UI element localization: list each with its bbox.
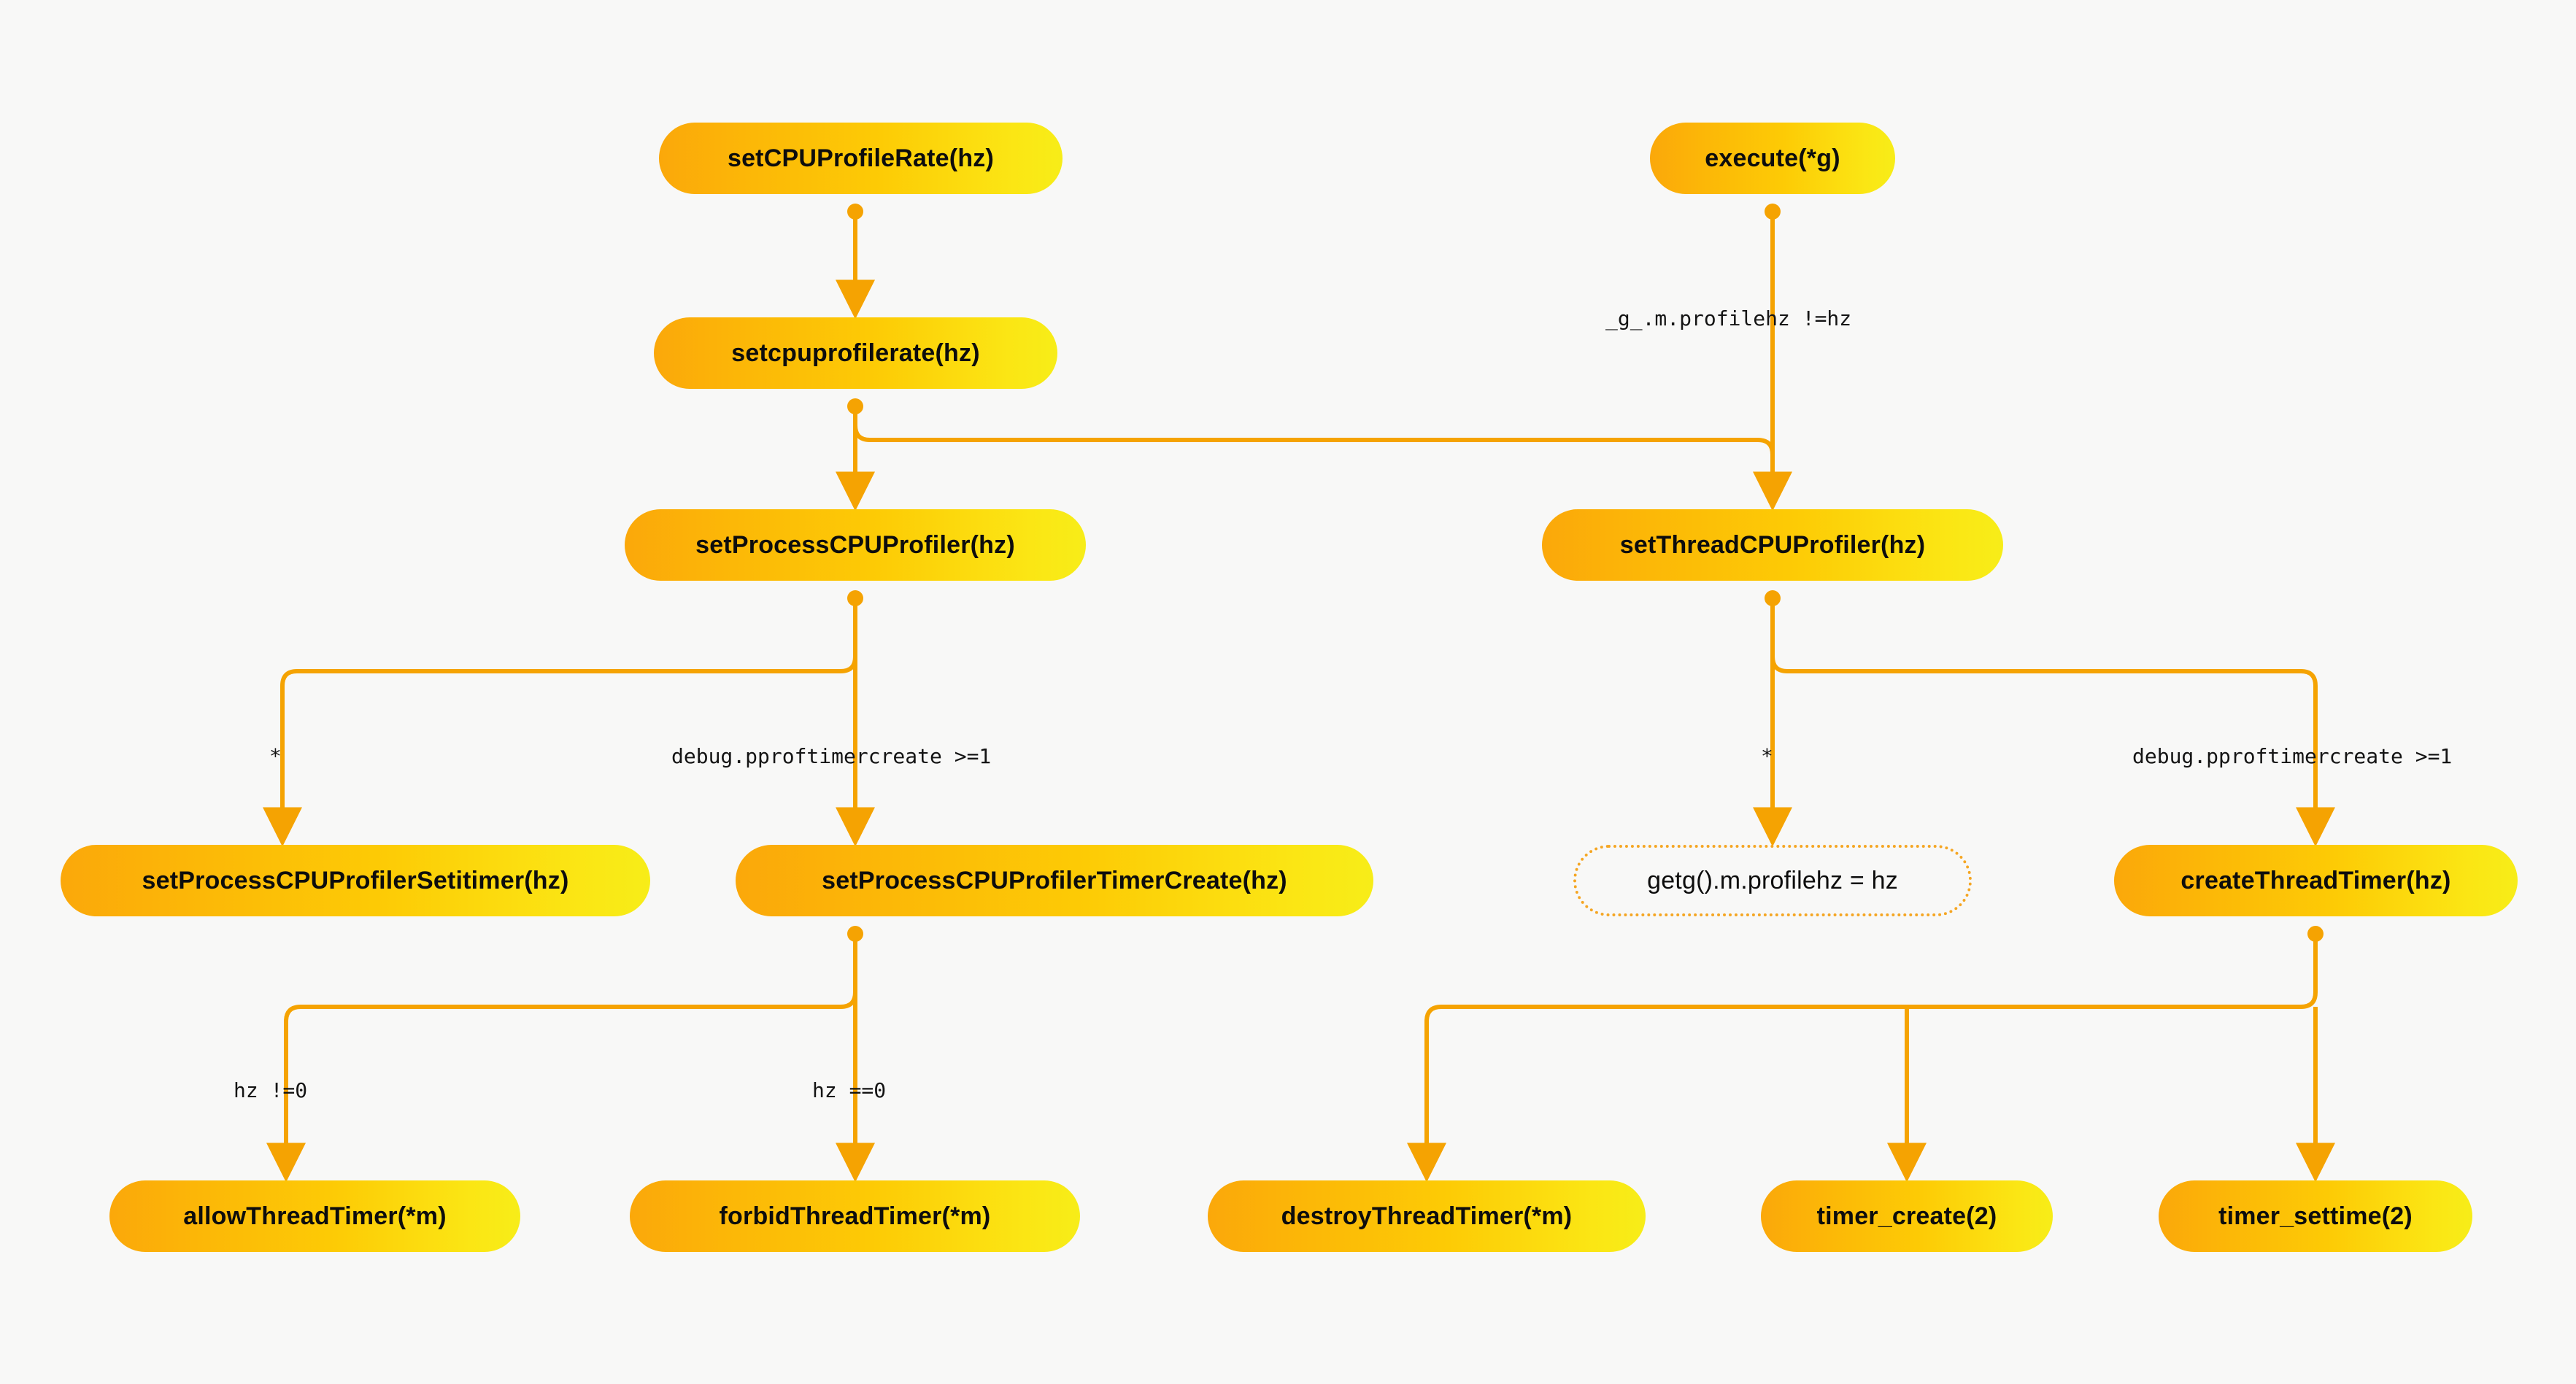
node-setProcessCPUProfiler[interactable]: setProcessCPUProfiler(hz): [625, 509, 1086, 581]
node-label: createThreadTimer(hz): [2180, 866, 2451, 894]
edge-label-text: debug.pproftimercreate >=1: [671, 744, 992, 768]
node-label: setProcessCPUProfilerSetitimer(hz): [142, 866, 569, 894]
edge-label-setitimer-star: *: [269, 744, 282, 768]
node-label: setcpuprofilerate(hz): [731, 339, 980, 367]
edge-label-text: _g_.m.profilehz !=hz: [1605, 306, 1852, 330]
edge-label-timercreate-right: debug.pproftimercreate >=1: [2132, 744, 2452, 768]
node-createThreadTimer[interactable]: createThreadTimer(hz): [2114, 845, 2518, 916]
node-label: forbidThreadTimer(*m): [719, 1202, 991, 1230]
edge-label-timercreate-left: debug.pproftimercreate >=1: [671, 744, 991, 768]
edge-label-hz-not-equal-zero: hz !=0: [234, 1078, 307, 1102]
edge-label-execute-condition: _g_.m.profilehz !=hz: [1605, 306, 1851, 330]
node-setCPUProfileRate[interactable]: setCPUProfileRate(hz): [659, 123, 1063, 194]
node-label: timer_settime(2): [2218, 1202, 2413, 1230]
edge-label-text: *: [1761, 744, 1773, 768]
node-destroyThreadTimer[interactable]: destroyThreadTimer(*m): [1208, 1180, 1646, 1252]
edge-label-text: *: [269, 744, 282, 768]
node-getg-profilehz-assign[interactable]: getg().m.profilehz = hz: [1573, 845, 1972, 916]
node-label: getg().m.profilehz = hz: [1647, 866, 1898, 894]
node-timer-create[interactable]: timer_create(2): [1761, 1180, 2053, 1252]
node-setcpuprofilerate[interactable]: setcpuprofilerate(hz): [654, 317, 1057, 389]
edge-label-getg-star: *: [1761, 744, 1773, 768]
node-forbidThreadTimer[interactable]: forbidThreadTimer(*m): [630, 1180, 1080, 1252]
edge-e5: [263, 598, 857, 847]
edge-e8: [1770, 598, 2335, 847]
node-timer-settime[interactable]: timer_settime(2): [2159, 1180, 2472, 1252]
node-setThreadCPUProfiler[interactable]: setThreadCPUProfiler(hz): [1542, 509, 2003, 581]
node-allowThreadTimer[interactable]: allowThreadTimer(*m): [109, 1180, 520, 1252]
node-setProcessCPUProfilerTimerCreate[interactable]: setProcessCPUProfilerTimerCreate(hz): [736, 845, 1373, 916]
node-label: execute(*g): [1705, 144, 1840, 172]
node-label: destroyThreadTimer(*m): [1281, 1202, 1573, 1230]
edge-label-text: debug.pproftimercreate >=1: [2132, 744, 2453, 768]
edge-e9: [266, 934, 857, 1183]
edge-e11: [1407, 934, 2318, 1183]
node-setProcessCPUProfilerSetitimer[interactable]: setProcessCPUProfilerSetitimer(hz): [61, 845, 650, 916]
node-label: setProcessCPUProfiler(hz): [695, 530, 1015, 559]
node-label: timer_create(2): [1816, 1202, 1997, 1230]
node-label: setProcessCPUProfilerTimerCreate(hz): [822, 866, 1287, 894]
node-label: allowThreadTimer(*m): [183, 1202, 447, 1230]
edge-e4: [853, 406, 1775, 501]
node-execute[interactable]: execute(*g): [1650, 123, 1895, 194]
node-label: setThreadCPUProfiler(hz): [1619, 530, 1926, 559]
edge-label-text: hz ==0: [812, 1078, 887, 1102]
node-label: setCPUProfileRate(hz): [727, 144, 995, 172]
edge-label-hz-equal-zero: hz ==0: [812, 1078, 886, 1102]
edge-label-text: hz !=0: [234, 1078, 308, 1102]
